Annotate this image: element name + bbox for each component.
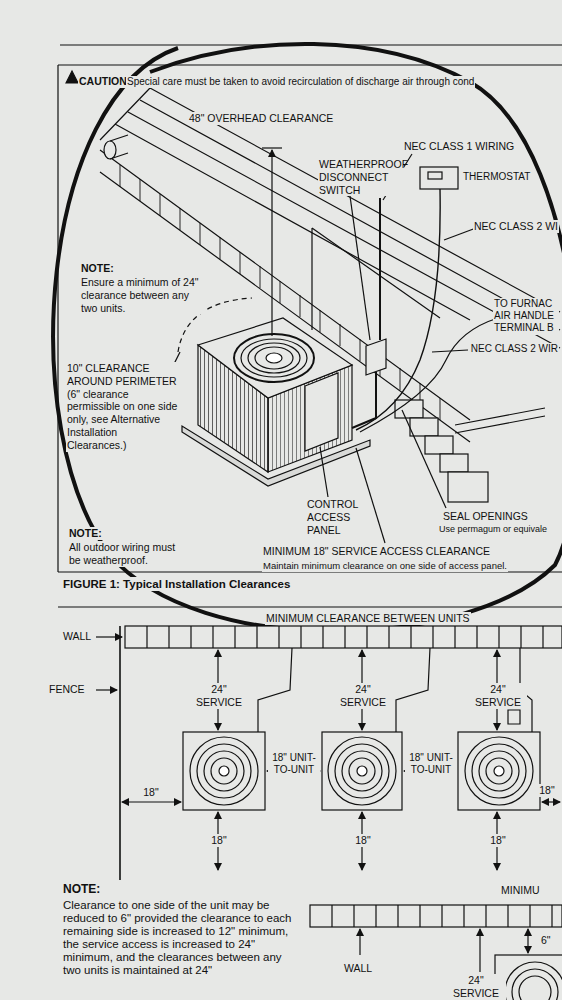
note-heading: NOTE: xyxy=(68,527,103,540)
dimension-label: 18" xyxy=(347,834,379,847)
part-label: FENCE xyxy=(48,683,86,696)
figure-caption: FIGURE 1: Typical Installation Clearance… xyxy=(62,577,291,591)
dimension-label: 24" SERVICE xyxy=(190,683,248,709)
wiring-label: NEC CLASS 1 WIRING xyxy=(403,140,515,153)
dimension-label: 6" xyxy=(540,934,552,947)
dimension-label: MINIMUM 18" SERVICE ACCESS CLEARANCE xyxy=(262,545,491,558)
part-label: WEATHERPROOF DISCONNECT SWITCH xyxy=(318,158,404,196)
dimension-label: 24" SERVICE xyxy=(334,683,392,709)
note-text: Clearance to one side of the unit may be… xyxy=(62,899,296,977)
dimension-label: 24" SERVICE xyxy=(469,683,527,709)
note-heading: NOTE: xyxy=(80,262,115,275)
dimension-label: 18" xyxy=(203,834,235,847)
dimension-label: 10" CLEARANCE AROUND PERIMETER (6" clear… xyxy=(66,362,180,452)
figure-heading: MINIMU xyxy=(500,884,541,897)
caution-text: Special care must be taken to avoid reci… xyxy=(126,76,475,88)
part-label: WALL xyxy=(343,962,373,975)
dimension-label: 18" xyxy=(135,786,167,799)
part-label: TO FURNAC AIR HANDLE TERMINAL B xyxy=(493,298,559,335)
dimension-label: 18" xyxy=(535,784,559,797)
dimension-label: 24" SERVICE xyxy=(446,974,506,1000)
wiring-label: NEC CLASS 2 WI xyxy=(473,220,559,233)
part-label: CONTROL ACCESS PANEL xyxy=(306,498,370,536)
note-text: Maintain minimum clearance on one side o… xyxy=(262,560,508,572)
wiring-label: NEC CLASS 2 WIR xyxy=(470,343,559,355)
dimension-label: 48" OVERHEAD CLEARANCE xyxy=(188,112,334,125)
caution-word: CAUTION xyxy=(78,75,128,88)
dimension-label: 18" xyxy=(482,834,514,847)
note-text: Ensure a minimum of 24" clearance betwee… xyxy=(80,276,207,314)
note-heading: NOTE: xyxy=(62,882,101,897)
dimension-label: 18" UNIT-TO-UNIT xyxy=(405,752,457,776)
dimension-label: 18" UNIT-TO-UNIT xyxy=(268,752,320,776)
note-text: All outdoor wiring must be weatherproof. xyxy=(68,541,188,567)
note-text: Use permagum or equivale xyxy=(438,524,548,535)
part-label: THERMOSTAT xyxy=(462,171,531,183)
part-label: SEAL OPENINGS xyxy=(442,510,529,523)
figure-heading: MINIMUM CLEARANCE BETWEEN UNITS xyxy=(265,612,471,625)
part-label: WALL xyxy=(62,630,92,643)
